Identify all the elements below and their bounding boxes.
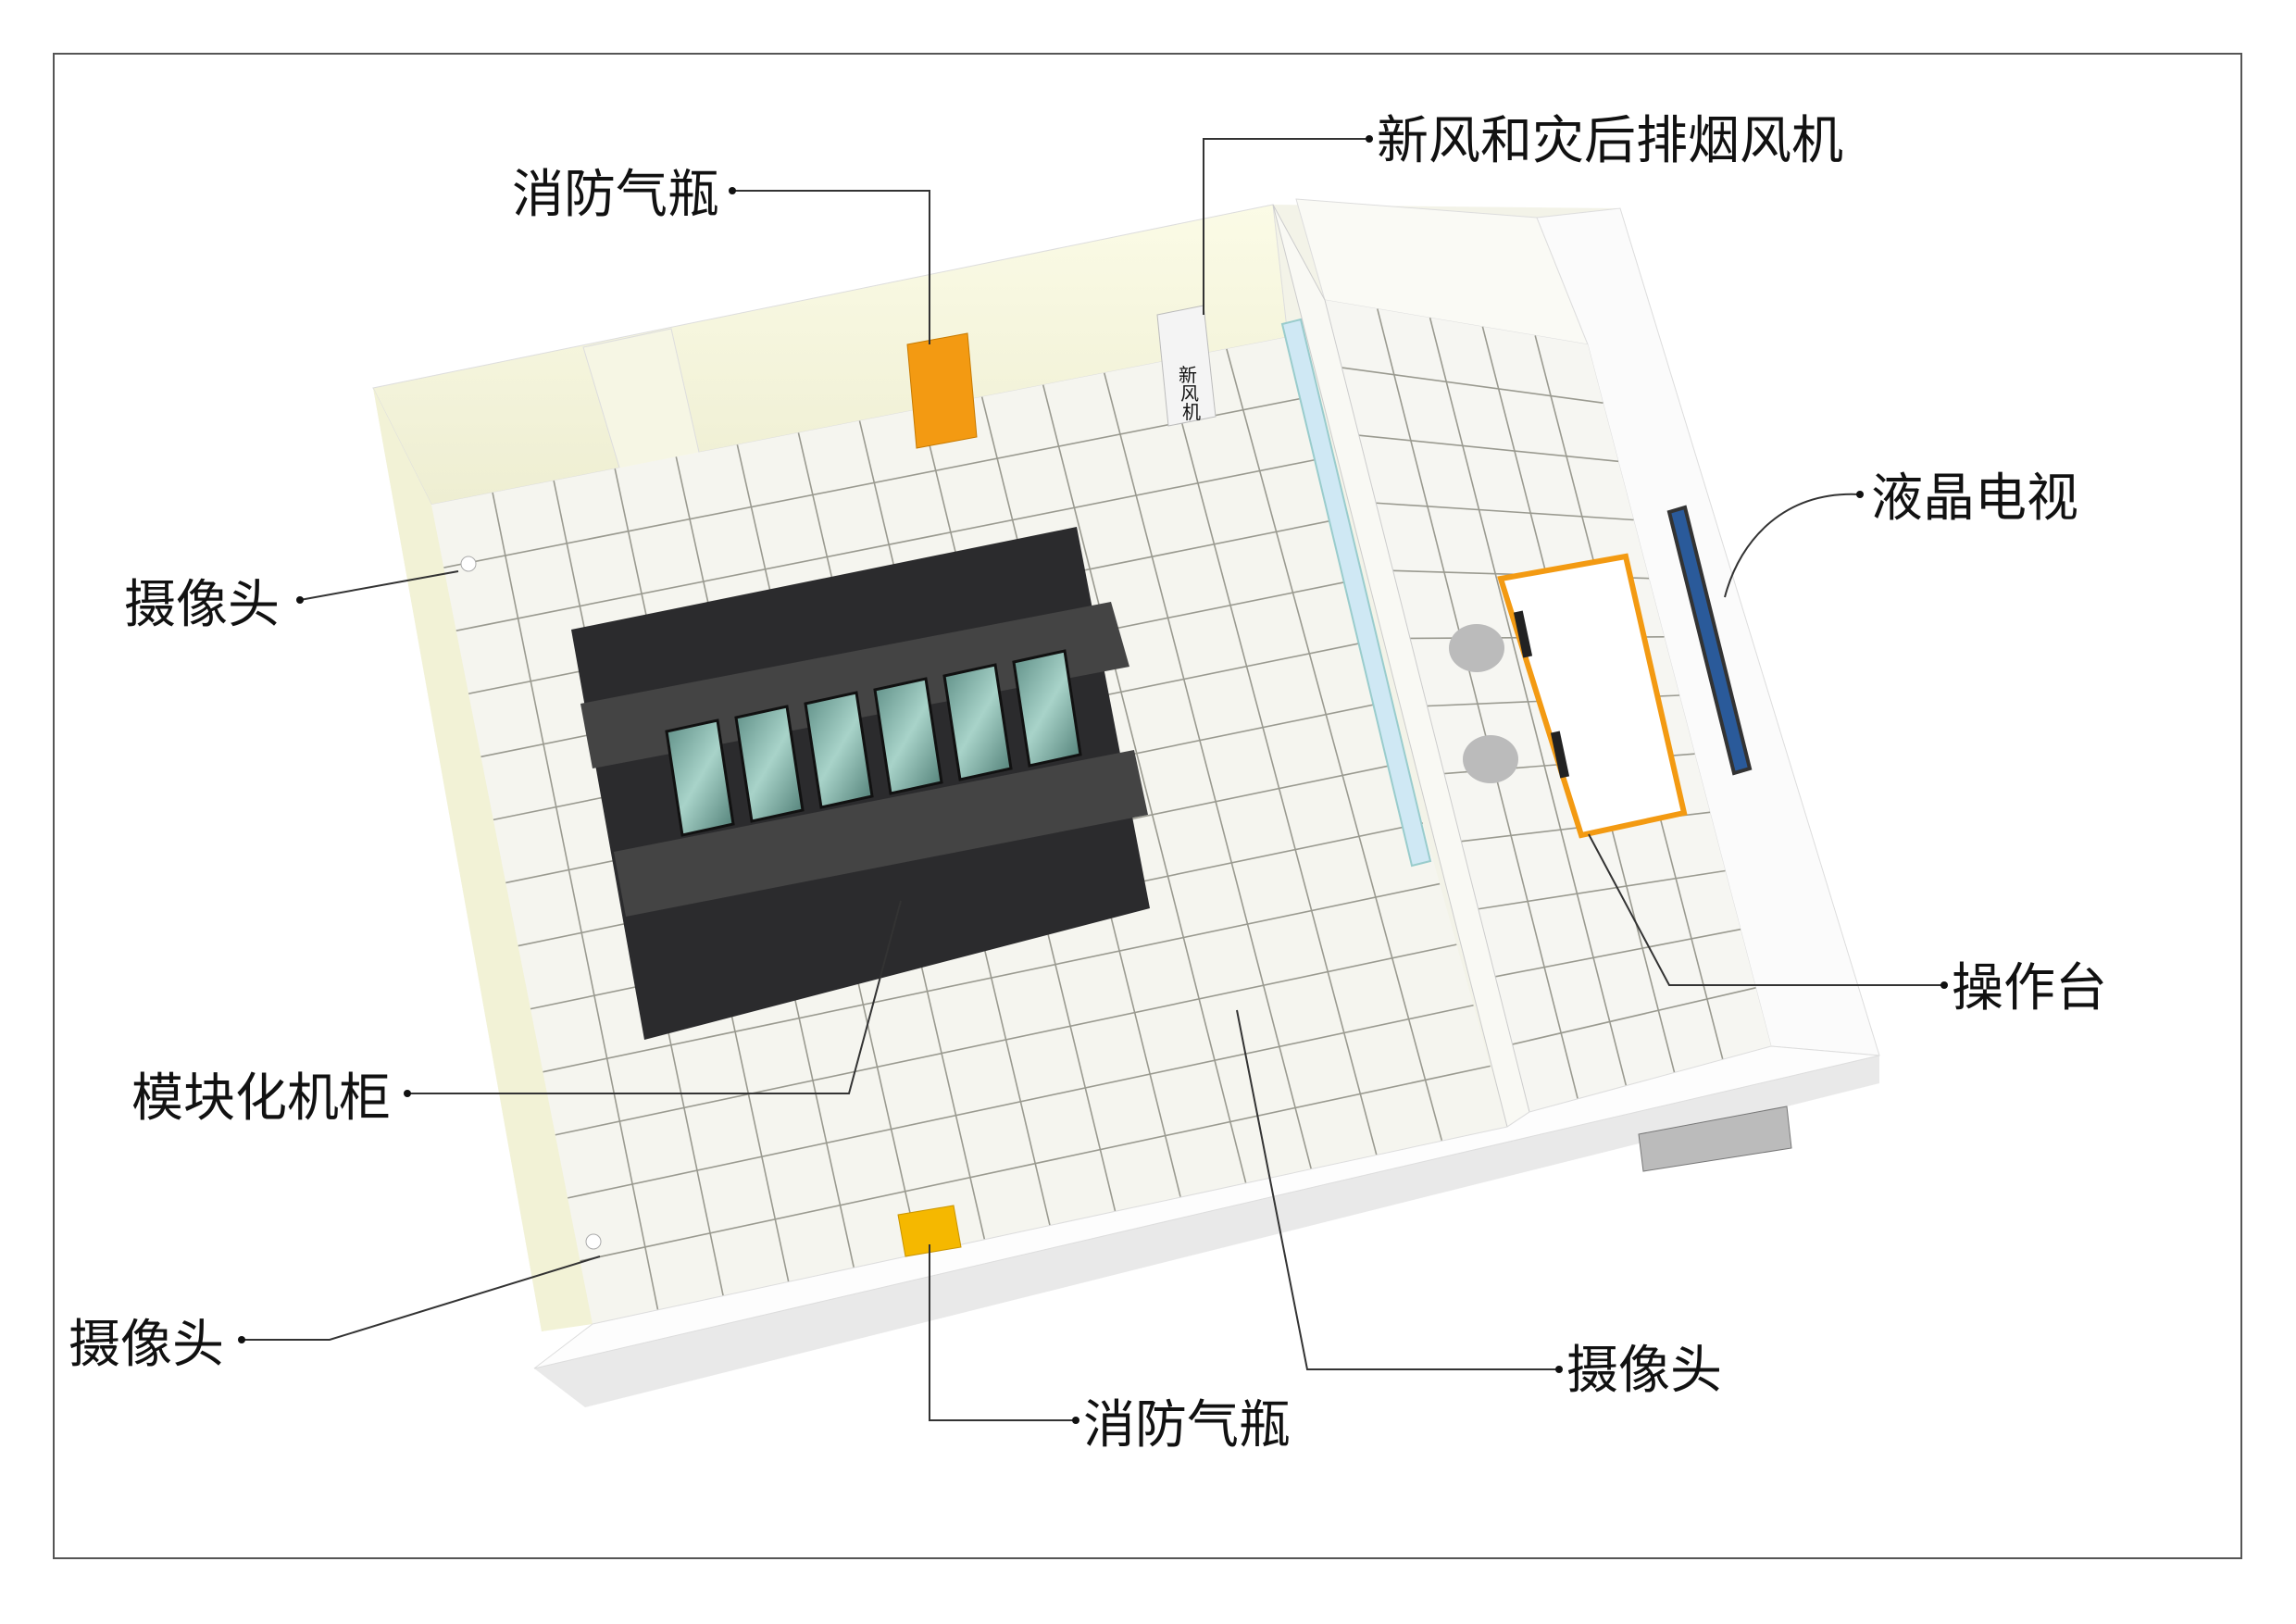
glass-door	[665, 718, 735, 837]
glass-door	[873, 677, 943, 795]
label-fresh-air-fan: 新风和灾后排烟风机	[1377, 111, 1843, 171]
tile-line	[1478, 869, 1726, 910]
console-desk	[1449, 553, 1688, 839]
tile-line	[1042, 384, 1247, 1184]
chair	[1449, 624, 1504, 672]
lcd-tv	[1666, 505, 1753, 776]
door[interactable]	[1638, 1106, 1792, 1172]
glass-door	[1012, 649, 1082, 768]
fire-cylinder-bottom	[897, 1205, 962, 1257]
front-wall-top	[533, 1045, 1880, 1369]
leader-lines	[238, 135, 1948, 1424]
tile-line	[443, 396, 1305, 568]
camera-icon	[460, 556, 477, 572]
tile-line	[580, 1065, 1491, 1262]
tile-line	[555, 943, 1457, 1136]
label-camera-center: 摄像头	[1566, 1341, 1722, 1401]
left-wall	[373, 388, 593, 1331]
frame-border	[53, 53, 2242, 1559]
fire-cylinder-top	[906, 332, 978, 449]
fan-box-char: 风	[1180, 382, 1199, 405]
glass-door	[734, 705, 805, 823]
camera-icon	[585, 1233, 602, 1250]
tile-line	[1495, 928, 1741, 978]
front-wall	[534, 1056, 1879, 1407]
tile-line	[1104, 372, 1313, 1169]
chair	[1463, 735, 1518, 783]
glass-door	[804, 691, 874, 809]
label-camera-left-lower: 摄像头	[69, 1315, 224, 1375]
tile-line	[1226, 348, 1443, 1142]
label-lcd-tv: 液晶电视	[1871, 468, 2078, 529]
label-modular-cabinet: 模块化机柜	[131, 1068, 391, 1129]
tile-line	[568, 1004, 1474, 1199]
label-camera-left-upper: 摄像头	[124, 575, 280, 635]
label-fire-cylinder-bottom: 消防气瓶	[1083, 1395, 1291, 1455]
fresh-air-fan-box: 新 风 机	[1156, 305, 1217, 427]
tile-line	[1376, 502, 1634, 521]
tile-line	[492, 492, 659, 1310]
glass-door	[942, 663, 1013, 781]
tile-line	[1341, 367, 1603, 404]
modular-cabinet	[571, 527, 1150, 1040]
tile-line	[1512, 987, 1756, 1045]
fan-box-char: 新	[1179, 364, 1197, 386]
cabinet-glass-doors	[665, 649, 1082, 837]
label-fire-cylinder-top: 消防气瓶	[512, 165, 719, 225]
partition-glass	[1280, 318, 1432, 868]
tile-line	[1358, 434, 1619, 463]
label-console: 操作台	[1952, 958, 2107, 1018]
fan-box-char: 机	[1182, 401, 1201, 423]
tile-line	[455, 457, 1322, 631]
tile-line	[1165, 360, 1378, 1156]
tile-line	[543, 882, 1441, 1073]
